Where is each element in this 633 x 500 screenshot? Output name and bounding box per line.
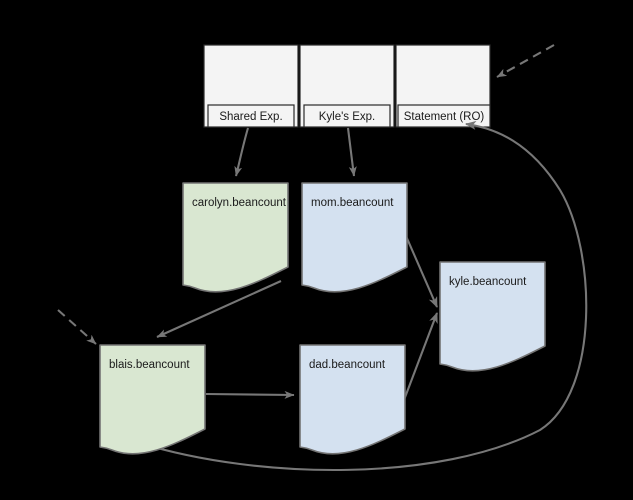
document-kyle-label: kyle.beancount: [449, 276, 527, 288]
document-mom-label: mom.beancount: [311, 197, 394, 209]
edge-shared-exp-to-carolyn: [234, 127, 250, 177]
document-blais-beancount[interactable]: blais.beancount: [99, 344, 206, 455]
edge-carolyn-to-blais: [156, 280, 282, 338]
lane-kyles-exp[interactable]: Kyle's Exp.: [299, 44, 395, 128]
lane-shared-exp-tab[interactable]: [207, 104, 295, 128]
document-kyle-shape[interactable]: [439, 261, 546, 372]
lane-shared-exp-label: Shared Exp.: [219, 111, 282, 123]
lane-statement-ro-label: Statement (RO): [404, 111, 485, 123]
document-dad-label: dad.beancount: [309, 359, 386, 371]
document-carolyn-shape[interactable]: [182, 182, 289, 293]
edge-kyles-exp-to-mom: [346, 127, 357, 177]
edge-blais-to-dad: [205, 390, 295, 399]
lane-shared-exp[interactable]: Shared Exp.: [203, 44, 299, 128]
document-mom-beancount[interactable]: mom.beancount: [301, 182, 408, 293]
document-dad-beancount[interactable]: dad.beancount: [299, 344, 406, 455]
document-blais-shape[interactable]: [99, 344, 206, 455]
document-mom-shape[interactable]: [301, 182, 408, 293]
document-carolyn-label: carolyn.beancount: [192, 197, 287, 209]
edge-mom-to-kyle: [405, 235, 438, 308]
lane-statement-ro[interactable]: Statement (RO): [395, 44, 491, 128]
document-dad-shape[interactable]: [299, 344, 406, 455]
document-blais-label: blais.beancount: [109, 359, 190, 371]
document-kyle-beancount[interactable]: kyle.beancount: [439, 261, 546, 372]
edge-dad-to-kyle: [403, 312, 438, 401]
lane-kyles-exp-tab[interactable]: [303, 104, 391, 128]
lane-kyles-exp-label: Kyle's Exp.: [319, 111, 376, 123]
edge-external-to-statement: [496, 44, 555, 78]
edge-blais-to-statement: [139, 120, 588, 472]
edge-external-to-blais: [57, 309, 97, 345]
document-carolyn-beancount[interactable]: carolyn.beancount: [182, 182, 289, 293]
